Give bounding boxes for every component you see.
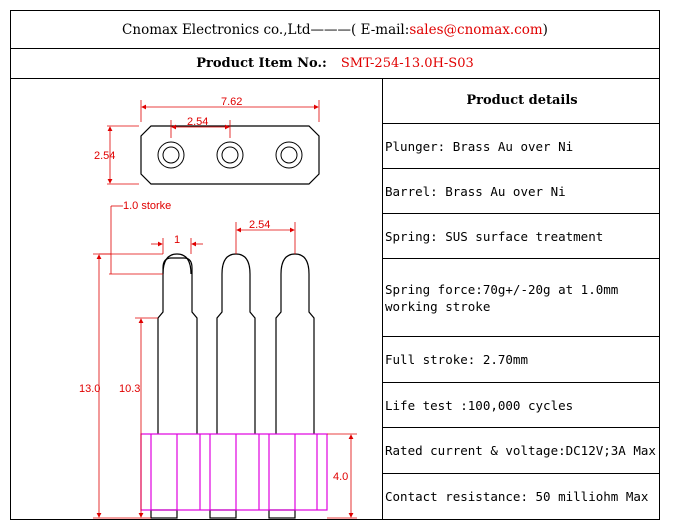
- company-name: Cnomax Electronics co.,Ltd———( E-mail:: [122, 21, 410, 38]
- product-label: Product Item No.:: [196, 55, 327, 71]
- drawing-svg: 7.62 2.54 2.54: [79, 96, 357, 519]
- dim-body-height: 10.3: [119, 383, 140, 395]
- top-view-housing: [140, 125, 320, 185]
- header-close-paren: ): [542, 21, 548, 38]
- dim-base-height: 4.0: [333, 471, 348, 483]
- product-row: Product Item No.: SMT-254-13.0H-S03: [11, 48, 659, 79]
- dim-total-width: 7.62: [221, 96, 242, 108]
- detail-rated-current: Rated current & voltage:DC12V;3A Max: [383, 428, 659, 474]
- detail-full-stroke: Full stroke: 2.70mm: [383, 337, 659, 383]
- company-header: Cnomax Electronics co.,Ltd———( E-mail: s…: [11, 11, 659, 49]
- dim-pitch-side: 2.54: [249, 219, 270, 231]
- detail-contact-resistance: Contact resistance: 50 milliohm Max: [385, 489, 649, 504]
- detail-plunger: Plunger: Brass Au over Ni: [383, 124, 659, 169]
- technical-drawing: 7.62 2.54 2.54: [11, 78, 383, 519]
- detail-life-test: Life test :100,000 cycles: [383, 383, 659, 428]
- detail-spring: Spring: SUS surface treatment: [383, 214, 659, 259]
- dim-stroke: 1.0 storke: [123, 200, 171, 212]
- dim-pitch-top: 2.54: [187, 116, 208, 128]
- side-view-pins: [150, 253, 315, 519]
- dim-height-top: 2.54: [94, 150, 115, 162]
- email-link[interactable]: sales@cnomax.com: [409, 21, 543, 38]
- dim-tip: 1: [174, 234, 180, 246]
- product-details-table: Product details Plunger: Brass Au over N…: [383, 78, 659, 519]
- base-block: [140, 433, 328, 511]
- details-heading: Product details: [383, 78, 659, 124]
- detail-barrel: Barrel: Brass Au over Ni: [383, 169, 659, 214]
- detail-spring-force: Spring force:70g+/-20g at 1.0mm working …: [383, 259, 659, 337]
- product-number: SMT-254-13.0H-S03: [340, 55, 474, 71]
- dim-total-height: 13.0: [79, 383, 100, 395]
- spec-sheet: Cnomax Electronics co.,Ltd———( E-mail: s…: [10, 10, 660, 520]
